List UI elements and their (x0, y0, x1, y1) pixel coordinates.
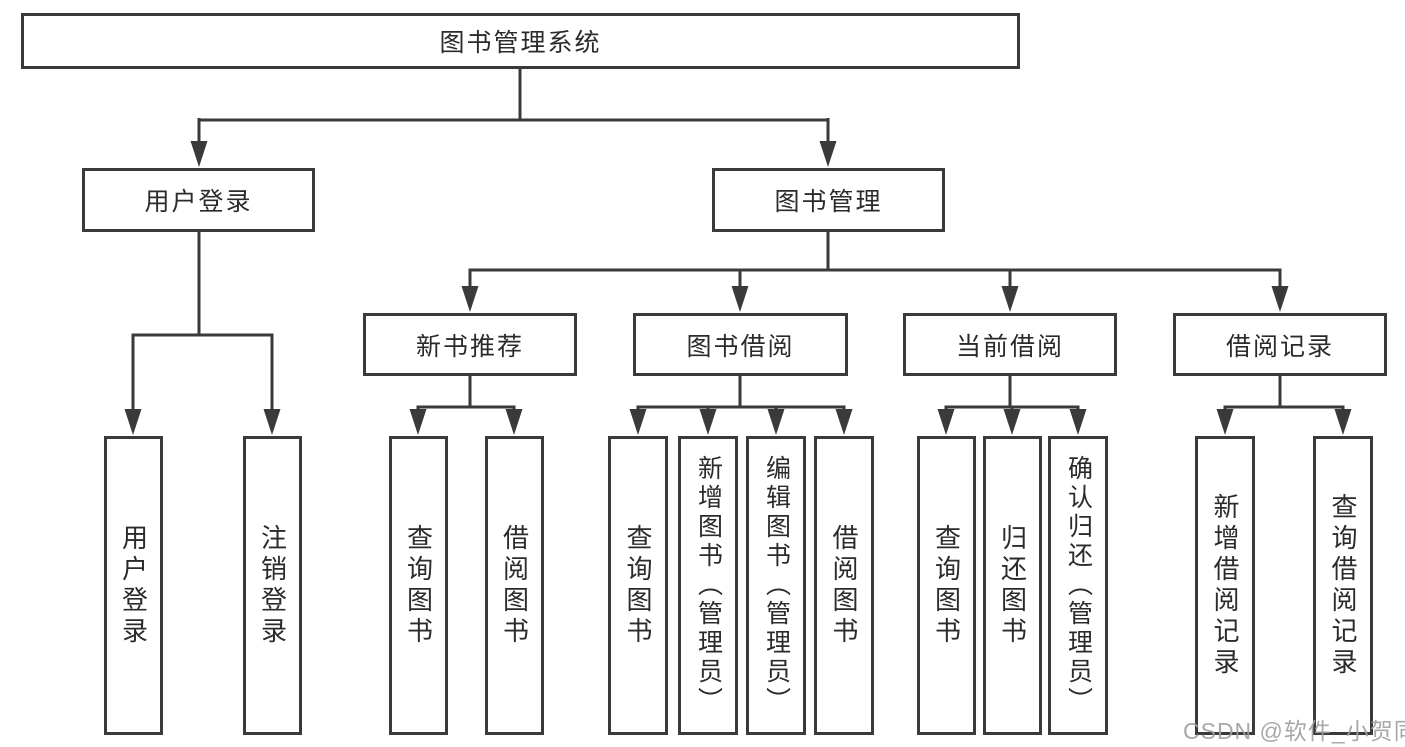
leaf-label: 确认归还（管理员） (1064, 455, 1093, 716)
node-borrowing-records: 借阅记录 (1173, 313, 1387, 376)
leaf-label: 注销登录 (257, 523, 288, 648)
node-label: 图书借阅 (686, 332, 795, 361)
leaf-borrow-books: 借阅图书 (485, 436, 544, 735)
node-book-borrowing: 图书借阅 (633, 313, 848, 376)
leaf-confirm-return-admin: 确认归还（管理员） (1048, 436, 1108, 735)
node-label: 图书管理系统 (439, 29, 602, 57)
leaf-add-books-admin: 新增图书（管理员） (678, 436, 738, 735)
node-label: 当前借阅 (955, 332, 1064, 361)
leaf-label: 新增借阅记录 (1210, 492, 1240, 679)
leaf-label: 借阅图书 (499, 523, 530, 648)
connector-bookborrow-to-leaves (636, 376, 846, 413)
node-label: 借阅记录 (1225, 332, 1334, 361)
leaf-label: 查询借阅记录 (1328, 492, 1358, 679)
node-label: 用户登录 (144, 188, 253, 216)
connector-root-to-level2 (197, 69, 830, 145)
leaf-edit-books-admin: 编辑图书（管理员） (746, 436, 806, 735)
leaf-add-borrow-record: 新增借阅记录 (1195, 436, 1255, 735)
connector-newbooks-to-leaves (416, 376, 516, 413)
node-new-book-recommendation: 新书推荐 (363, 313, 577, 376)
node-book-management: 图书管理 (712, 168, 945, 232)
connector-bookmgmt-to-categories (468, 232, 1282, 290)
leaf-label: 归还图书 (997, 523, 1028, 648)
node-label: 图书管理 (774, 188, 883, 216)
connector-records-to-leaves (1223, 376, 1345, 413)
connector-currentborrow-to-leaves (944, 376, 1080, 413)
leaf-query-books: 查询图书 (389, 436, 448, 735)
leaf-query-books: 查询图书 (608, 436, 668, 735)
leaf-return-books: 归还图书 (983, 436, 1042, 735)
leaf-query-books: 查询图书 (917, 436, 976, 735)
node-label: 新书推荐 (415, 332, 524, 361)
node-user-login: 用户登录 (82, 168, 315, 232)
leaf-label: 用户登录 (118, 523, 149, 648)
csdn-watermark: CSDN @软件_小贺同学 (1183, 718, 1405, 744)
leaf-query-borrow-record: 查询借阅记录 (1313, 436, 1373, 735)
leaf-label: 查询图书 (931, 523, 962, 648)
leaf-label: 新增图书（管理员） (694, 455, 723, 716)
leaf-label: 查询图书 (623, 523, 653, 648)
arrowheads (124, 141, 1352, 435)
leaf-label: 编辑图书（管理员） (762, 455, 791, 716)
leaf-borrow-books: 借阅图书 (814, 436, 874, 735)
leaf-user-login: 用户登录 (104, 436, 163, 735)
leaf-label: 借阅图书 (829, 523, 859, 648)
leaf-logout: 注销登录 (243, 436, 302, 735)
leaf-label: 查询图书 (403, 523, 434, 648)
connector-userlogin-to-leaves (131, 232, 274, 413)
node-library-management-system: 图书管理系统 (21, 13, 1020, 69)
node-current-borrowing: 当前借阅 (903, 313, 1117, 376)
